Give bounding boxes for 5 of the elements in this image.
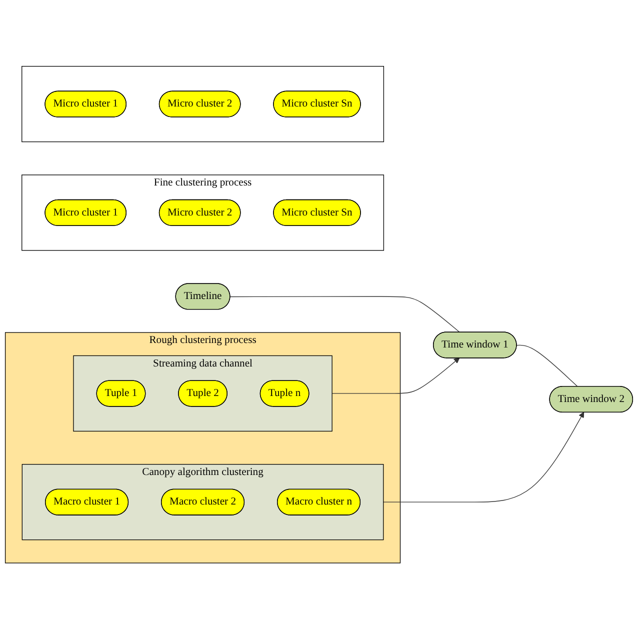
arrow [383,412,584,502]
connector [516,344,578,387]
arrow [332,357,460,394]
cluster [22,66,384,142]
connector [230,296,460,333]
